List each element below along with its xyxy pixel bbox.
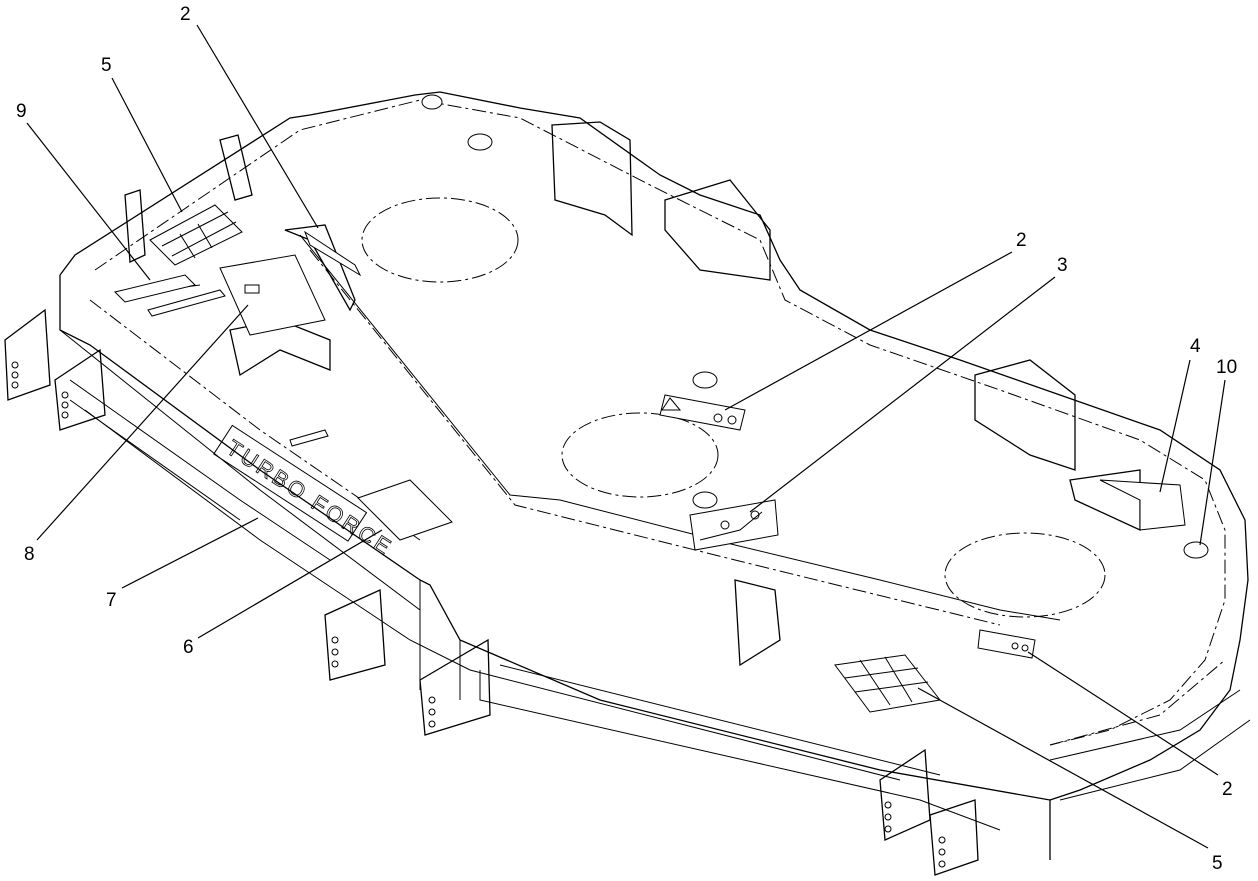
- decal-safety-top: [149, 204, 243, 266]
- decal-2-top: [303, 230, 362, 277]
- decal-2-bottom: [977, 629, 1036, 659]
- callouts: 2 5 9 2 3 4 10 8 7 6 2 5: [16, 4, 1237, 874]
- callout-5-bottom: 5: [1212, 853, 1223, 874]
- callout-4: 4: [1190, 336, 1201, 357]
- decal-2-mid: [659, 394, 746, 431]
- decal-safety-bottom: [834, 654, 941, 713]
- callout-8: 8: [24, 544, 35, 565]
- deck-outline: [59, 91, 1251, 860]
- callout-2-bottom: 2: [1222, 779, 1233, 800]
- decal-9: [114, 274, 196, 303]
- callout-10: 10: [1216, 357, 1237, 378]
- mounting-brackets: [4, 121, 1141, 876]
- callout-2-top: 2: [180, 4, 191, 25]
- decal-6: [357, 479, 453, 541]
- callout-6: 6: [183, 637, 194, 658]
- decal-4: [1099, 479, 1186, 531]
- spindle-caps: [421, 94, 1209, 559]
- callout-2-mid: 2: [1016, 230, 1027, 251]
- callout-9: 9: [16, 101, 27, 122]
- callout-5-top: 5: [101, 55, 112, 76]
- leader-lines: [26, 24, 1226, 849]
- decal-8: [219, 254, 326, 336]
- callout-7: 7: [106, 590, 117, 611]
- blade-openings: [361, 197, 1106, 618]
- decals: [114, 204, 1186, 713]
- callout-3: 3: [1057, 255, 1068, 276]
